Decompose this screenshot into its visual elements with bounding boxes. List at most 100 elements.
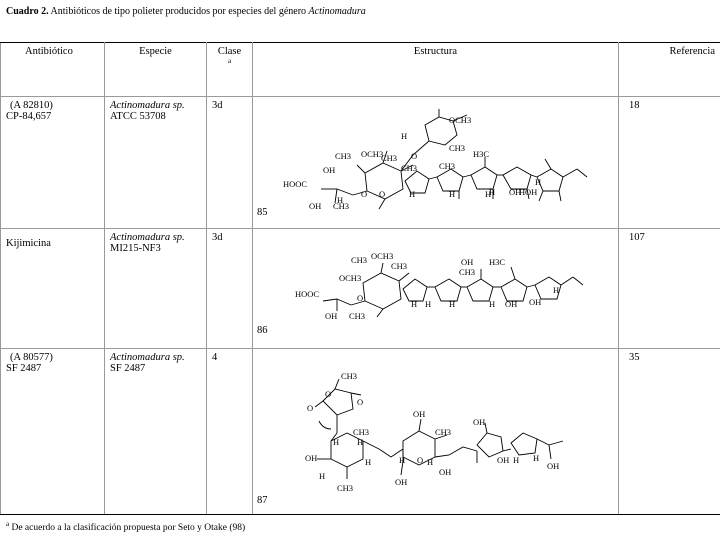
label-o: O [325,389,331,399]
antibiotico-line1: (A 82810) [10,100,53,111]
especie-line2: MI215-NF3 [110,243,161,254]
label-oh: OH [439,467,451,477]
cell-estructura: CH3 O O O CH3 H H OH OH CH3 OH H H O H H… [252,348,619,515]
structure-86-drawing: OCH3 CH3 CH3 OCH3 OH H3C CH3 HOOC O H H … [257,251,584,336]
label-h: H [449,189,455,199]
label-ch3: CH3 [459,267,475,277]
footnote-text: De acuerdo a la clasificación propuesta … [9,523,246,534]
table-row: Kijimicina Actinomadura sp. MI215-NF3 3d [0,228,720,349]
compound-number-87: 87 [257,495,268,506]
label-oh: OH [395,477,407,487]
label-och3: OCH3 [449,115,471,125]
label-ho: OH [305,453,317,463]
label-h3c: H3C [489,257,505,267]
header-estructura: Estructura [252,42,619,97]
antibiotico-line1: (A 80577) [10,352,53,363]
caption-text: Antibióticos de tipo polieter producidos… [48,6,309,17]
label-o: O [357,293,363,303]
cell-especie: Actinomadura sp. SF 2487 [104,348,207,515]
label-ch3: CH3 [335,151,351,161]
label-oh: OH [473,417,485,427]
label-ch3: CH3 [333,201,349,211]
header-clase-mark: a [227,57,232,65]
cell-referencia: 18 [618,96,720,229]
label-oh: OH [529,297,541,307]
label-ch3: CH3 [349,311,365,321]
label-h: H [485,189,491,199]
cell-antibiotico: (A 82810) CP-84,657 [0,96,105,229]
label-ch3: CH3 [391,261,407,271]
label-ch3: CH3 [439,161,455,171]
label-h: H [513,455,519,465]
label-h: H [319,471,325,481]
label-ch3: CH3 [435,427,451,437]
caption-label: Cuadro 2. [6,6,49,17]
label-o: O [379,189,385,199]
table-row: (A 80577) SF 2487 Actinomadura sp. SF 24… [0,348,720,515]
label-h3c: H3C [473,149,489,159]
cell-clase: 4 [206,348,253,515]
label-oh: OH [505,299,517,309]
label-o: O [307,403,313,413]
especie-line2: ATCC 53708 [110,111,166,122]
label-oh: OH [525,187,537,197]
table-caption: Cuadro 2. Antibióticos de tipo polieter … [6,6,366,17]
label-oh: OH [547,461,559,471]
label-h: H [401,131,407,141]
label-och3: OCH3 [361,149,383,159]
label-oh: OH [497,455,509,465]
cell-referencia: 107 [618,228,720,349]
label-h: H [399,455,405,465]
antibiotico-line2: CP-84,657 [6,111,52,122]
antibiotico-line2: SF 2487 [6,363,42,374]
label-ch3: CH3 [337,483,353,493]
label-h: H [337,195,343,205]
cell-antibiotico: (A 80577) SF 2487 [0,348,105,515]
structure-87-drawing: CH3 O O O CH3 H H OH OH CH3 OH H H O H H… [257,371,564,506]
label-hooc: HOOC [295,289,319,299]
cell-antibiotico: Kijimicina [0,228,105,349]
compound-number-85: 85 [257,207,268,218]
label-h: H [535,177,541,187]
cell-clase: 3d [206,96,253,229]
label-hooc: HOOC [283,179,307,189]
compound-number-86: 86 [257,325,268,336]
especie-line1: Actinomadura sp. [110,232,185,243]
footnote-mark: a [6,520,10,528]
label-ch3: CH3 [381,153,397,163]
header-clase-label: Clase [217,46,242,57]
label-h: H [449,299,455,309]
label-oh: OH [461,257,473,267]
cell-estructura: OCH3 H O CH3 OCH3 CH3 CH3 OH CH3 CH3 H3C… [252,96,619,229]
label-o: O [417,455,423,465]
cell-referencia: 35 [618,348,720,515]
label-ch3: CH3 [401,163,417,173]
header-antibiotico: Antibiótico [0,42,105,97]
label-o: O [411,151,417,161]
cell-estructura: OCH3 CH3 CH3 OCH3 OH H3C CH3 HOOC O H H … [252,228,619,349]
header-referencia: Referencia [618,42,720,97]
label-o: O [361,189,367,199]
especie-line1: Actinomadura sp. [110,100,185,111]
label-o: O [357,397,363,407]
cell-especie: Actinomadura sp. MI215-NF3 [104,228,207,349]
label-oh: OH [309,201,321,211]
label-h: H [409,189,415,199]
structure-85-drawing: OCH3 H O CH3 OCH3 CH3 CH3 OH CH3 CH3 H3C… [257,109,588,218]
footnote: a De acuerdo a la clasificación propuest… [6,520,245,533]
especie-line2: SF 2487 [110,363,146,374]
header-especie: Especie [104,42,207,97]
label-och3: OCH3 [339,273,361,283]
label-h: H [411,299,417,309]
label-ch3: CH3 [449,143,465,153]
label-h: H [365,457,371,467]
label-oh: OH [325,311,337,321]
label-h: H [427,457,433,467]
caption-genus: Actinomadura [308,6,366,17]
label-h: H [357,437,363,447]
antibiotico-line1: Kijimicina [6,238,51,249]
label-h: H [489,187,495,197]
